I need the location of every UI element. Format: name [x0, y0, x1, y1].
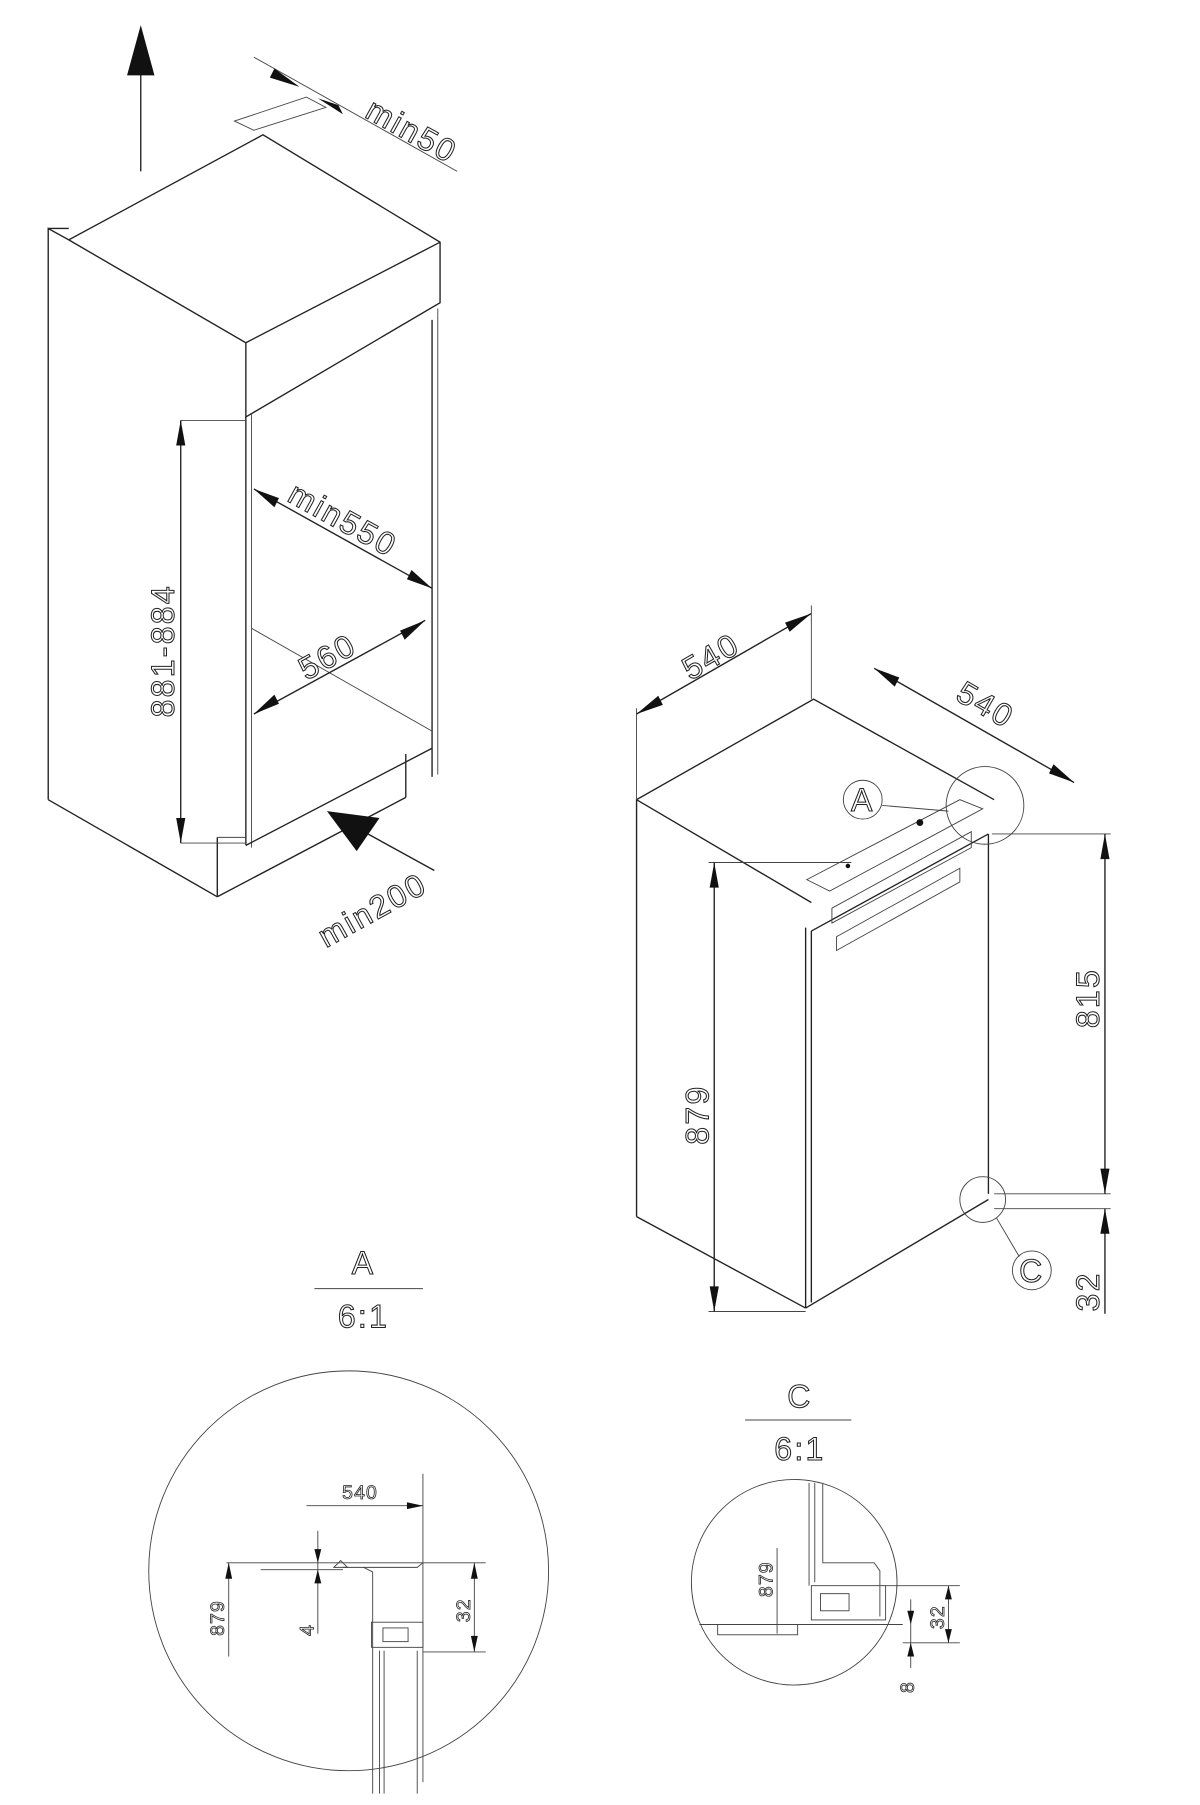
arrow-icon [945, 1585, 952, 1600]
detail-c-circle [690, 1478, 898, 1686]
depth-dimension-line [873, 667, 1075, 784]
cabinet-edge [245, 241, 441, 344]
mounting-bracket [831, 830, 972, 924]
door-height-label: 815 [1070, 968, 1106, 1028]
callout-a-label: A [851, 782, 875, 818]
niche-depth-label: min550 [282, 475, 403, 564]
niche-height-label: 881-884 [145, 584, 181, 717]
leader-line [882, 804, 949, 812]
detail-c-height-label: 879 [756, 1561, 778, 1597]
detail-a-gap-label: 4 [296, 1624, 318, 1636]
appliance-top [363, 1562, 424, 1568]
screw-icon [845, 863, 851, 869]
arrow-icon [406, 1502, 423, 1510]
arrow-icon [907, 1610, 915, 1625]
cabinet-outline [47, 134, 441, 800]
detail-a-height-label: 879 [207, 1600, 229, 1636]
niche-back-line [251, 627, 433, 732]
callout-c-marker [1011, 1250, 1052, 1291]
arrow-icon [945, 1629, 952, 1643]
width-dimension-line [253, 619, 426, 715]
callout-c-label: C [1019, 1253, 1044, 1289]
arrow-icon [709, 862, 719, 888]
arrow-icon [400, 620, 426, 640]
arrow-icon [317, 98, 343, 115]
arrow-icon [709, 1286, 719, 1312]
door-top-edge [811, 833, 989, 932]
arrow-icon [176, 817, 186, 844]
detail-c-scale: 6:1 [774, 1431, 825, 1467]
screw-icon [332, 1559, 349, 1568]
plinth-edge [216, 796, 407, 898]
arrow-icon [907, 1642, 915, 1657]
arrow-icon [874, 668, 900, 687]
appliance-depth-label: 540 [951, 674, 1021, 735]
arrow-icon [636, 695, 663, 715]
detail-c-offset-label: 32 [927, 1605, 949, 1629]
vent-arrow-icon [326, 811, 380, 852]
detail-a-title: A [352, 1245, 376, 1281]
arrow-icon [1100, 1168, 1110, 1194]
arrow-icon [1100, 1208, 1110, 1234]
arrow-icon [470, 1635, 478, 1652]
appliance-outline [635, 698, 995, 1217]
detail-c-region [959, 1176, 1007, 1223]
hinge-slot [382, 1627, 409, 1643]
arrow-icon [176, 420, 186, 446]
min50-label: min50 [360, 91, 464, 170]
arrow-icon [314, 1549, 322, 1563]
leader-line [996, 1217, 1020, 1257]
detail-a-width-label: 540 [342, 1482, 378, 1504]
depth-dimension-line [253, 488, 433, 589]
niche-bottom-edge [245, 747, 433, 846]
arrow-icon [253, 694, 279, 715]
appliance-top-edge [636, 799, 812, 904]
appliance-bottom-edge [636, 1216, 806, 1309]
detail-c-title: C [787, 1378, 812, 1414]
arrow-icon [314, 1569, 322, 1584]
vent-opening-label: min200 [312, 865, 433, 954]
plinth-height-label: 32 [1070, 1271, 1106, 1311]
hinge-bracket [371, 1621, 424, 1648]
mounting-plate [836, 867, 961, 952]
door-bottom-edge [805, 1198, 989, 1309]
arrow-icon [269, 68, 300, 87]
hinge-bracket [810, 1585, 887, 1621]
appliance-drawing: 540 540 A 815 32 C 879 [635, 605, 1111, 1314]
niche-width-label: 560 [292, 626, 362, 687]
appliance-wall [342, 1566, 374, 1794]
width-dimension-line [636, 612, 812, 715]
appliance-width-label: 540 [676, 626, 746, 687]
arrow-icon [253, 488, 279, 508]
detail-a-offset-label: 32 [453, 1598, 475, 1622]
screw-icon [916, 819, 924, 826]
top-clearance-plate [233, 96, 327, 131]
detail-a: A 6:1 540 879 4 32 [148, 1244, 550, 1794]
arrow-icon [1100, 833, 1110, 860]
cabinet-edge [47, 799, 218, 898]
arrow-icon [785, 613, 812, 632]
min50-dimension-line [253, 56, 458, 172]
arrow-icon [225, 1562, 233, 1579]
callout-a-marker [842, 779, 883, 820]
arrow-icon [1048, 764, 1075, 783]
mounting-rail [805, 799, 984, 892]
airflow-up-arrow-icon [127, 25, 155, 76]
hinge-slot [820, 1593, 850, 1612]
plinth-foot [717, 1624, 799, 1636]
arrow-icon [470, 1562, 478, 1579]
detail-a-region [945, 766, 1025, 845]
appliance-wall [822, 1482, 881, 1617]
cabinet-niche-drawing: min50 881-884 min550 560 [47, 25, 464, 955]
detail-c: C 6:1 879 32 8 [690, 1378, 960, 1693]
detail-c-gap-label: 8 [897, 1681, 919, 1693]
arrow-icon [406, 570, 433, 589]
detail-a-circle [148, 1370, 550, 1772]
appliance-height-label: 879 [680, 1084, 716, 1144]
detail-a-scale: 6:1 [338, 1298, 389, 1334]
